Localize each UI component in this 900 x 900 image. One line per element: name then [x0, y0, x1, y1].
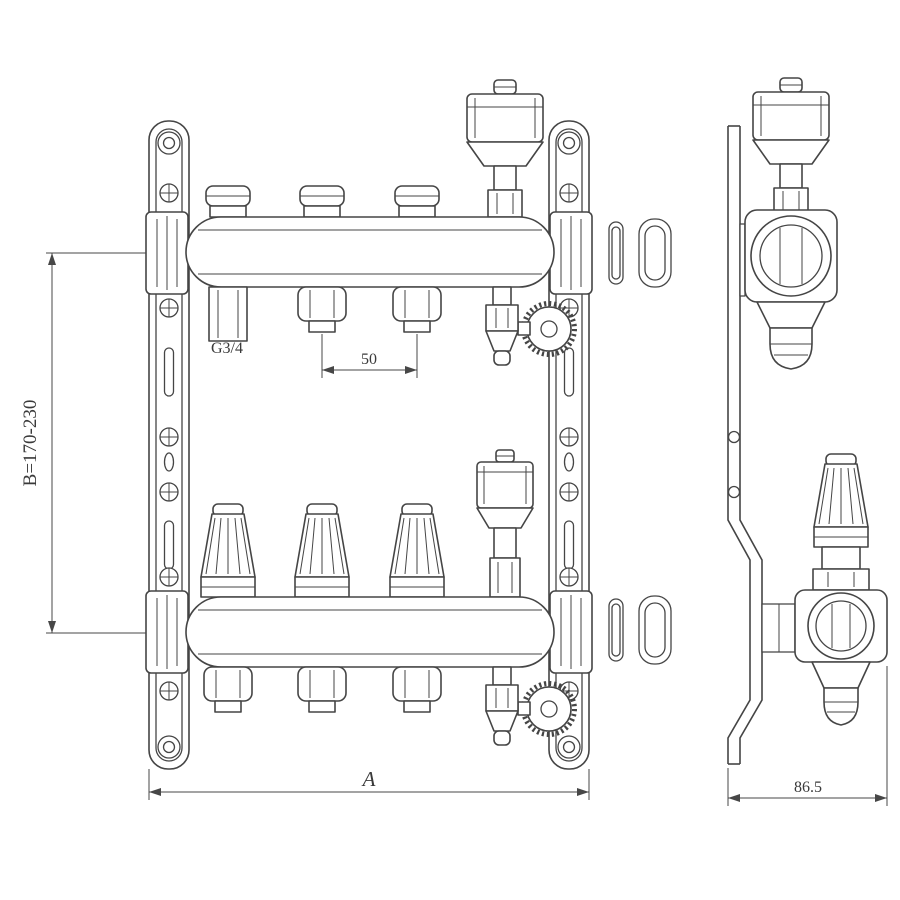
- spacing-label: 50: [361, 351, 377, 368]
- side-wall-bracket: [727, 125, 796, 765]
- bracket-hole-top-right: [557, 131, 581, 155]
- bracket-screw-hole: [727, 485, 741, 499]
- bracket-hole-bottom-left: [157, 735, 181, 759]
- dimension-overall-width: A: [148, 767, 590, 800]
- gasket-ring: [608, 221, 624, 285]
- screw-icon: [559, 183, 579, 203]
- dimension-thread: G3/4: [211, 340, 243, 357]
- overall-width-label: A: [361, 767, 376, 791]
- screw-icon: [559, 567, 579, 587]
- screw-icon: [159, 427, 179, 447]
- gasket-ring: [608, 598, 624, 662]
- drain-body: [485, 286, 531, 366]
- screw-icon: [159, 482, 179, 502]
- air-vent-bottom: [476, 449, 534, 598]
- valve-cap: [205, 185, 251, 218]
- bracket-oval: [163, 452, 175, 472]
- flow-valve-knob: [200, 503, 256, 598]
- flow-valve-knob: [389, 503, 445, 598]
- dimension-spacing: 50: [321, 334, 418, 378]
- valve-cap: [394, 185, 440, 218]
- side-top-assembly: [744, 77, 838, 370]
- screw-icon: [159, 183, 179, 203]
- screw-icon: [559, 427, 579, 447]
- bracket-hole-bottom-right: [557, 735, 581, 759]
- inlet-port-top-right: [549, 211, 593, 295]
- valve-cap: [299, 185, 345, 218]
- drain-body: [485, 666, 531, 746]
- union-ring: [638, 218, 672, 288]
- union-ring: [638, 595, 672, 665]
- dimensions: B=170-230 G3/4 50 A 86.5: [20, 252, 888, 806]
- bracket-screw-hole: [727, 430, 741, 444]
- dimension-depth: 86.5: [727, 666, 888, 806]
- seal-rings: [608, 218, 672, 665]
- top-manifold-bar: [185, 216, 555, 288]
- side-view: [727, 77, 888, 765]
- depth-label: 86.5: [794, 779, 822, 796]
- height-range-label: B=170-230: [20, 400, 41, 487]
- bracket-slot: [563, 347, 575, 397]
- outlet-union-nut: [297, 286, 347, 333]
- flow-valve-knob-side: [813, 453, 869, 548]
- bracket-slot: [563, 520, 575, 570]
- side-bottom-assembly: [794, 453, 888, 726]
- screw-icon: [159, 567, 179, 587]
- bracket-oval: [563, 452, 575, 472]
- outlet-union-nut: [297, 666, 347, 713]
- screw-icon: [559, 482, 579, 502]
- bottom-manifold-bar: [185, 596, 555, 668]
- flow-valve-knob: [294, 503, 350, 598]
- inlet-port-bottom-left: [145, 590, 189, 674]
- dimension-height-range: B=170-230: [20, 252, 146, 634]
- thread-label: G3/4: [211, 340, 243, 357]
- screw-icon: [159, 681, 179, 701]
- outlet-union-nut: [392, 286, 442, 333]
- air-vent-side: [752, 77, 830, 216]
- air-vent-top: [466, 79, 544, 218]
- front-view: [145, 79, 593, 770]
- outlet-g34: [208, 286, 248, 342]
- bracket-slot: [163, 520, 175, 570]
- bracket-hole-top-left: [157, 131, 181, 155]
- inlet-port-top-left: [145, 211, 189, 295]
- outlet-union-nut: [203, 666, 253, 713]
- outlet-union-nut: [392, 666, 442, 713]
- bracket-slot: [163, 347, 175, 397]
- screw-icon: [159, 298, 179, 318]
- inlet-port-bottom-right: [549, 590, 593, 674]
